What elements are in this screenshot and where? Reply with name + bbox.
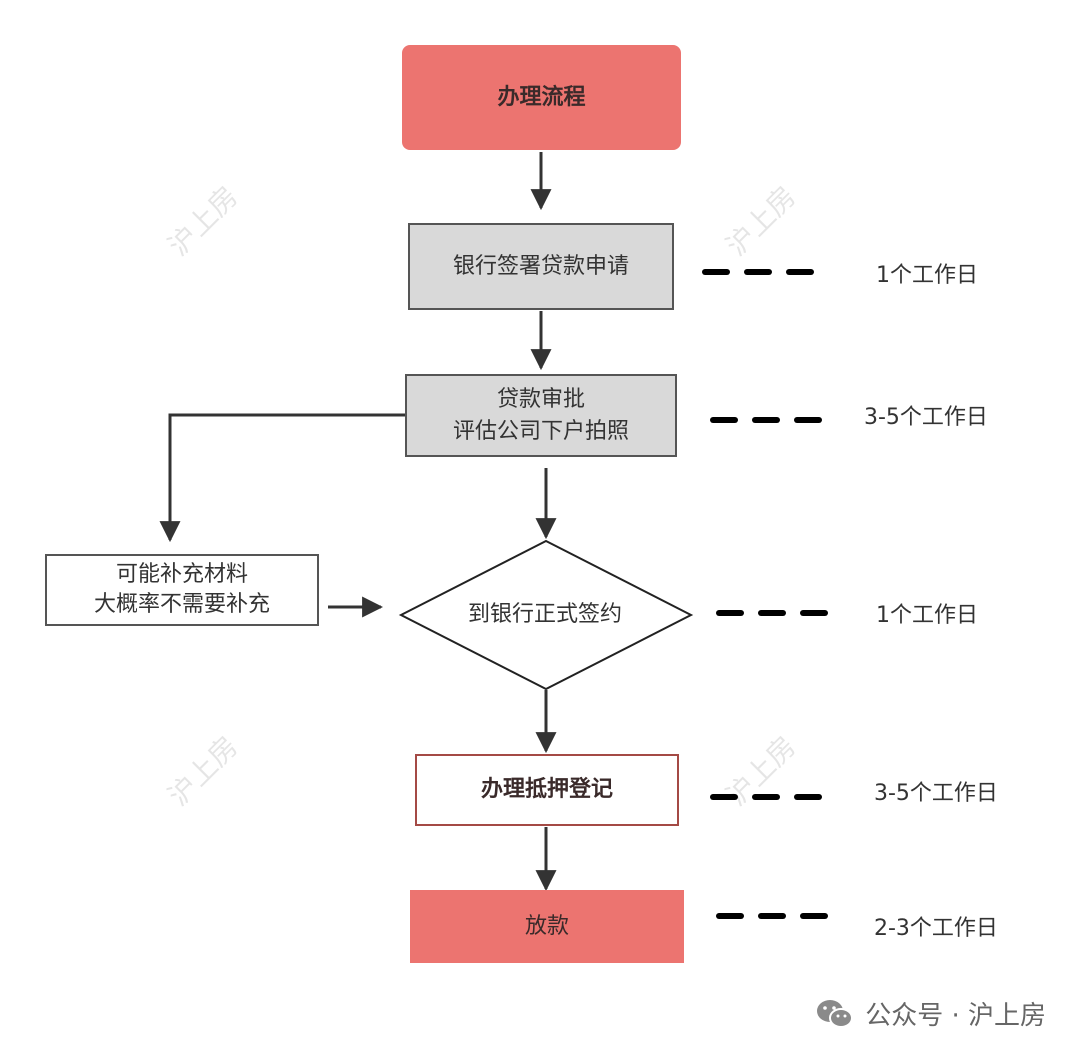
flow-title-node: 办理流程 — [402, 45, 681, 150]
bank-sign-node: 银行签署贷款申请 — [408, 223, 674, 310]
duration-formal-sign: 1个工作日 — [876, 603, 978, 628]
wechat-icon — [817, 999, 854, 1028]
supplement-node: 可能补充材料 大概率不需要补充 — [45, 554, 319, 626]
duration-loan: 2-3个工作日 — [874, 916, 998, 941]
approval-label-line2: 评估公司下户拍照 — [452, 418, 629, 444]
dashed-connector — [716, 610, 828, 616]
dashed-connector — [710, 794, 822, 800]
formal-sign-label: 到银行正式签约 — [467, 602, 622, 627]
dashed-connector — [710, 417, 822, 423]
footer-text: 公众号 · 沪上房 — [865, 1001, 1046, 1031]
loan-label: 放款 — [524, 913, 569, 939]
dashed-connector — [702, 269, 814, 275]
duration-approval: 3-5个工作日 — [864, 405, 988, 430]
footer-attribution: 公众号 · 沪上房 — [815, 995, 1046, 1032]
approval-node: 贷款审批 评估公司下户拍照 — [405, 374, 677, 457]
duration-bank-sign: 1个工作日 — [876, 263, 978, 288]
supplement-label-line1: 可能补充材料 — [115, 562, 248, 587]
decision-diamond — [398, 539, 694, 691]
bank-sign-label: 银行签署贷款申请 — [452, 253, 629, 279]
flow-title-label: 办理流程 — [497, 84, 586, 110]
loan-node: 放款 — [410, 890, 684, 963]
supplement-label-line2: 大概率不需要补充 — [93, 592, 270, 617]
dashed-connector — [716, 913, 828, 919]
mortgage-node: 办理抵押登记 — [415, 754, 679, 826]
duration-mortgage: 3-5个工作日 — [874, 781, 998, 806]
approval-label-line1: 贷款审批 — [496, 386, 585, 412]
arrow-approval-to-supplement — [159, 413, 405, 543]
mortgage-label: 办理抵押登记 — [480, 777, 613, 802]
